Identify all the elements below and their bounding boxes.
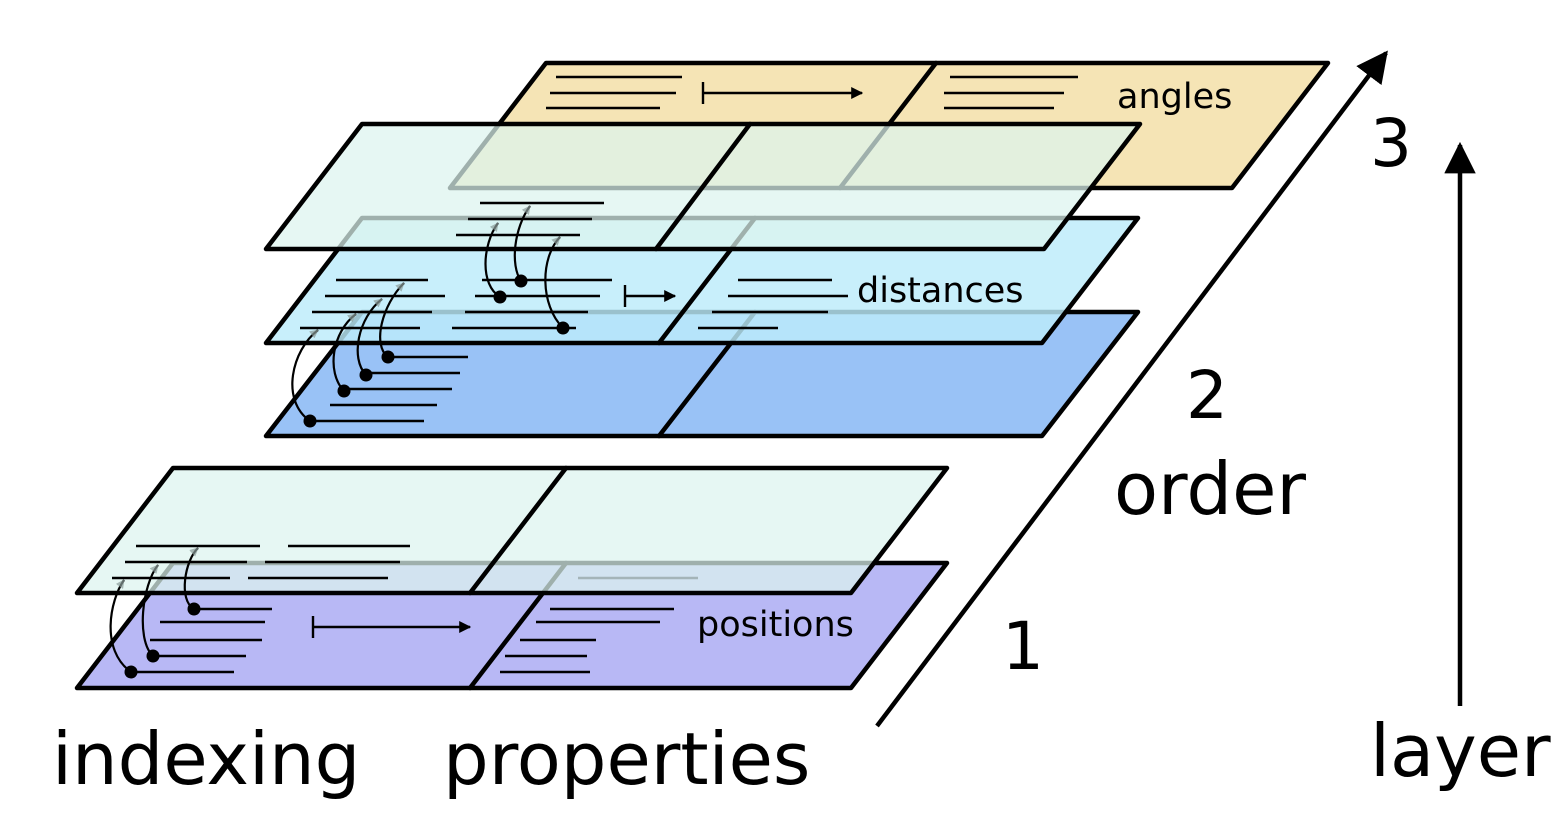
angles-indexing-divider — [653, 121, 753, 252]
distances-property-rows — [698, 278, 848, 330]
distances-links — [291, 282, 405, 428]
distances-map-arrow — [623, 285, 677, 307]
distances-label: distances — [857, 271, 1024, 311]
angles-property-rows — [944, 75, 1078, 110]
properties-column-label: properties — [443, 717, 810, 801]
angles-indexing-plate-group — [263, 121, 1143, 335]
positions-map-arrow — [311, 616, 472, 638]
indexing-plate-divider — [467, 465, 569, 596]
positions-property-rows — [500, 607, 674, 674]
indexing-plate-group — [74, 465, 950, 679]
angles-index-rows — [546, 75, 682, 110]
indexing-column-label: indexing — [52, 717, 360, 801]
distances-base-rows — [310, 355, 468, 423]
order-tick-2: 2 — [1186, 357, 1228, 434]
indexing-plate-rows — [112, 544, 698, 580]
positions-index-rows — [125, 607, 272, 674]
angles-map-arrow — [701, 82, 864, 104]
positions-links — [109, 547, 201, 679]
order-tick-1: 1 — [1002, 608, 1044, 685]
order-axis — [875, 50, 1388, 728]
indexing-plate — [74, 465, 950, 596]
order-axis-arrow — [875, 50, 1388, 728]
angles-label: angles — [1117, 77, 1232, 117]
angles-links — [484, 205, 570, 335]
positions-label: positions — [697, 605, 854, 645]
layer-axis-label: layer — [1370, 709, 1551, 793]
order-axis-label: order — [1114, 447, 1306, 531]
distances-index-rows — [300, 278, 612, 330]
order-tick-3: 3 — [1370, 105, 1412, 182]
